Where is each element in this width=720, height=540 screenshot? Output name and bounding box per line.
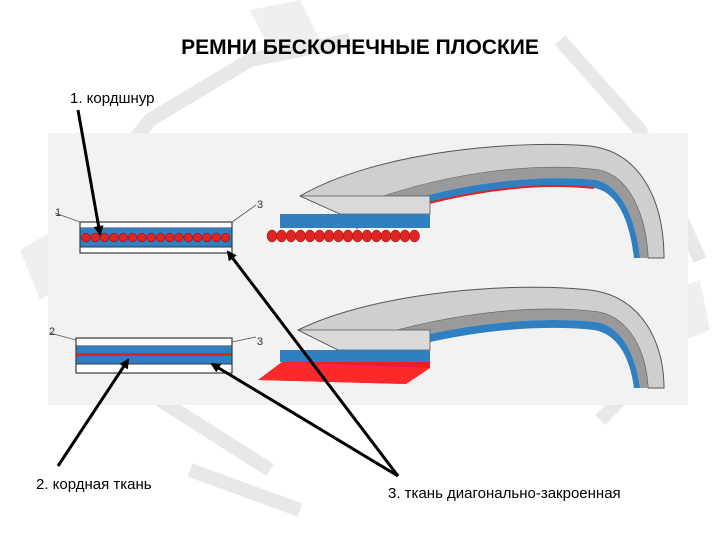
cord-strand-3d bbox=[409, 229, 420, 243]
arrow-cord bbox=[76, 109, 104, 236]
cord-strand bbox=[81, 232, 91, 243]
belt2-mark-right: 3 bbox=[257, 336, 263, 348]
arrow-fabric bbox=[56, 358, 130, 467]
cord-strand-3d bbox=[295, 229, 306, 243]
cord-strand-3d bbox=[323, 229, 335, 243]
cord-strand-3d bbox=[276, 229, 287, 243]
cord-strand bbox=[211, 232, 221, 243]
cord-strand bbox=[193, 232, 203, 243]
cord-strand bbox=[90, 232, 100, 243]
cord-strand-3d bbox=[314, 229, 325, 243]
label-fabric: 2. кордная ткань bbox=[36, 476, 152, 493]
arrow-diagonal-2 bbox=[210, 362, 399, 478]
label-cord: 1. кордшнур bbox=[70, 90, 155, 107]
page-title: РЕМНИ БЕСКОНЕЧНЫЕ ПЛОСКИЕ bbox=[181, 36, 539, 59]
cord-strand bbox=[146, 232, 156, 243]
cord-strand bbox=[174, 232, 184, 243]
belt2-cross-section bbox=[75, 337, 233, 374]
cord-strand-3d bbox=[352, 229, 363, 243]
belt1-3d-view bbox=[266, 143, 665, 259]
cord-strand bbox=[183, 232, 193, 243]
arrow-diagonal-1 bbox=[226, 250, 400, 477]
cord-strand bbox=[202, 232, 212, 243]
cord-strand bbox=[118, 232, 128, 243]
cord-strand-3d bbox=[390, 229, 401, 243]
cord-strand-3d bbox=[399, 229, 411, 243]
cord-strand bbox=[127, 232, 138, 243]
belt2-mark-left: 2 bbox=[49, 326, 55, 338]
cord-strand bbox=[165, 232, 175, 243]
cord-strand-3d bbox=[285, 229, 297, 243]
cord-strand-3d bbox=[361, 229, 373, 243]
cord-strand-3d bbox=[266, 229, 278, 243]
cord-strand bbox=[220, 232, 231, 243]
cord-strand bbox=[99, 232, 110, 243]
belt1-mark-right: 3 bbox=[257, 199, 263, 211]
cord-strand-3d bbox=[371, 229, 382, 243]
label-diagonal-fabric: 3. ткань диагонально-закроенная bbox=[388, 485, 621, 502]
cord-strand bbox=[109, 232, 119, 243]
cord-strand bbox=[155, 232, 165, 243]
cord-strand bbox=[137, 232, 147, 243]
cord-strand-3d bbox=[333, 229, 344, 243]
cord-strand-3d bbox=[304, 229, 316, 243]
cord-strand-3d bbox=[342, 229, 354, 243]
belt1-mark-left: 1 bbox=[55, 207, 61, 219]
cord-strand-3d bbox=[380, 229, 392, 243]
belt1-cross-section bbox=[79, 221, 233, 254]
belt2-3d-view bbox=[258, 286, 665, 389]
